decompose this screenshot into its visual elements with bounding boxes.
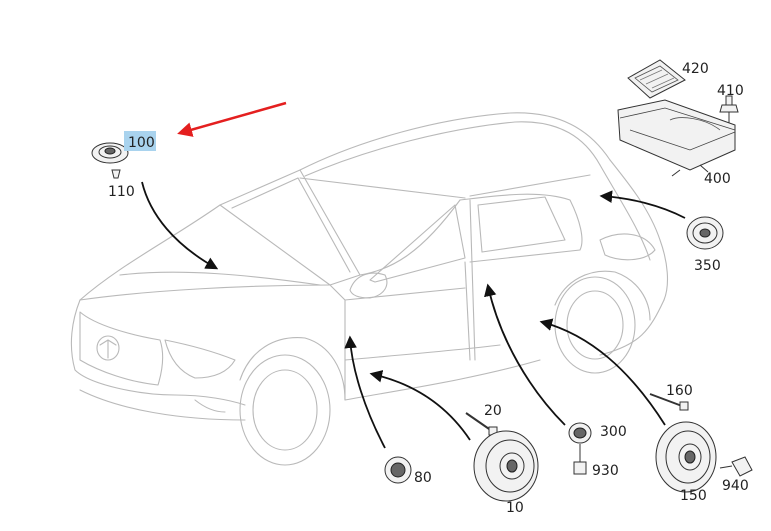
label-940[interactable]: 940: [722, 478, 749, 494]
rear-speaker-part[interactable]: [686, 216, 724, 250]
leader-arrow-80: [344, 335, 386, 449]
leader-arrow-150: [539, 318, 666, 426]
bolt-part[interactable]: [649, 393, 689, 411]
leader-arrow-100: [141, 181, 219, 270]
rear-connector-part[interactable]: [719, 456, 753, 477]
label-100[interactable]: 100: [128, 135, 155, 151]
label-highlight: [124, 131, 156, 151]
label-160[interactable]: 160: [666, 383, 693, 399]
label-150[interactable]: 150: [680, 488, 707, 504]
leader-arrow-300: [484, 283, 566, 426]
rear-woofer-part[interactable]: [655, 421, 717, 493]
amplifier-part[interactable]: [617, 99, 736, 177]
label-400[interactable]: 400: [704, 171, 731, 187]
label-110[interactable]: 110: [108, 184, 135, 200]
nut-part[interactable]: [719, 95, 739, 125]
front-woofer-part[interactable]: [473, 430, 539, 502]
label-930[interactable]: 930: [592, 463, 619, 479]
label-300[interactable]: 300: [600, 424, 627, 440]
label-420[interactable]: 420: [682, 61, 709, 77]
clip-part[interactable]: [111, 169, 121, 179]
label-20[interactable]: 20: [484, 403, 502, 419]
tweeter-part[interactable]: [91, 142, 129, 164]
highlight-arrow: [177, 101, 287, 137]
cover-part[interactable]: [627, 59, 686, 99]
label-10[interactable]: 10: [506, 500, 524, 516]
label-80-text[interactable]: 80: [414, 470, 432, 486]
leader-arrow-10: [369, 370, 471, 441]
label-350[interactable]: 350: [694, 258, 721, 274]
connector-part[interactable]: [573, 444, 587, 475]
midrange-part[interactable]: [568, 422, 592, 444]
leader-arrow-350: [599, 190, 686, 219]
vehicle-outline: [70, 112, 669, 466]
label-410[interactable]: 410: [717, 83, 744, 99]
front-midrange-part[interactable]: [384, 456, 412, 484]
